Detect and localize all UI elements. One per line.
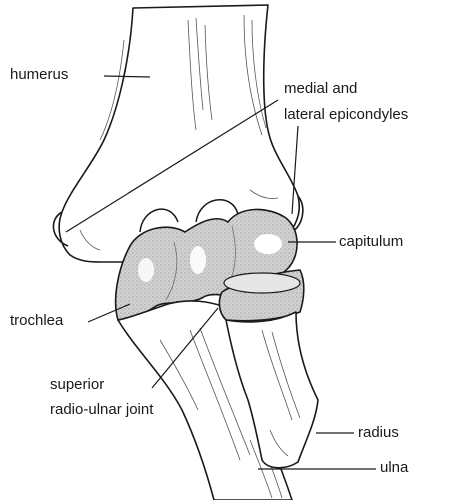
condyle-bumps	[139, 199, 239, 233]
trochlea-leader	[87, 303, 131, 323]
label-joint-line2: radio-ulnar joint	[50, 401, 154, 418]
humerus-leader	[103, 75, 151, 78]
label-humerus: humerus	[10, 66, 69, 83]
label-trochlea: trochlea	[10, 312, 64, 329]
humerus-shading	[79, 14, 279, 251]
label-joint-line1: superior	[50, 376, 105, 393]
label-capitulum: capitulum	[339, 233, 404, 250]
label-epicondyles-line2: lateral epicondyles	[284, 106, 409, 123]
leader-lines	[65, 75, 376, 470]
medial-epicondyle-leader	[65, 99, 279, 233]
joint-leader	[151, 307, 219, 389]
radius-bone	[218, 269, 319, 469]
label-radius: radius	[358, 424, 399, 441]
label-epicondyles-line1: medial and	[284, 80, 358, 97]
label-ulna: ulna	[380, 459, 409, 476]
lateral-epicondyle-leader	[291, 125, 299, 215]
articular-cartilage	[114, 208, 298, 321]
radius-shading	[261, 329, 301, 457]
